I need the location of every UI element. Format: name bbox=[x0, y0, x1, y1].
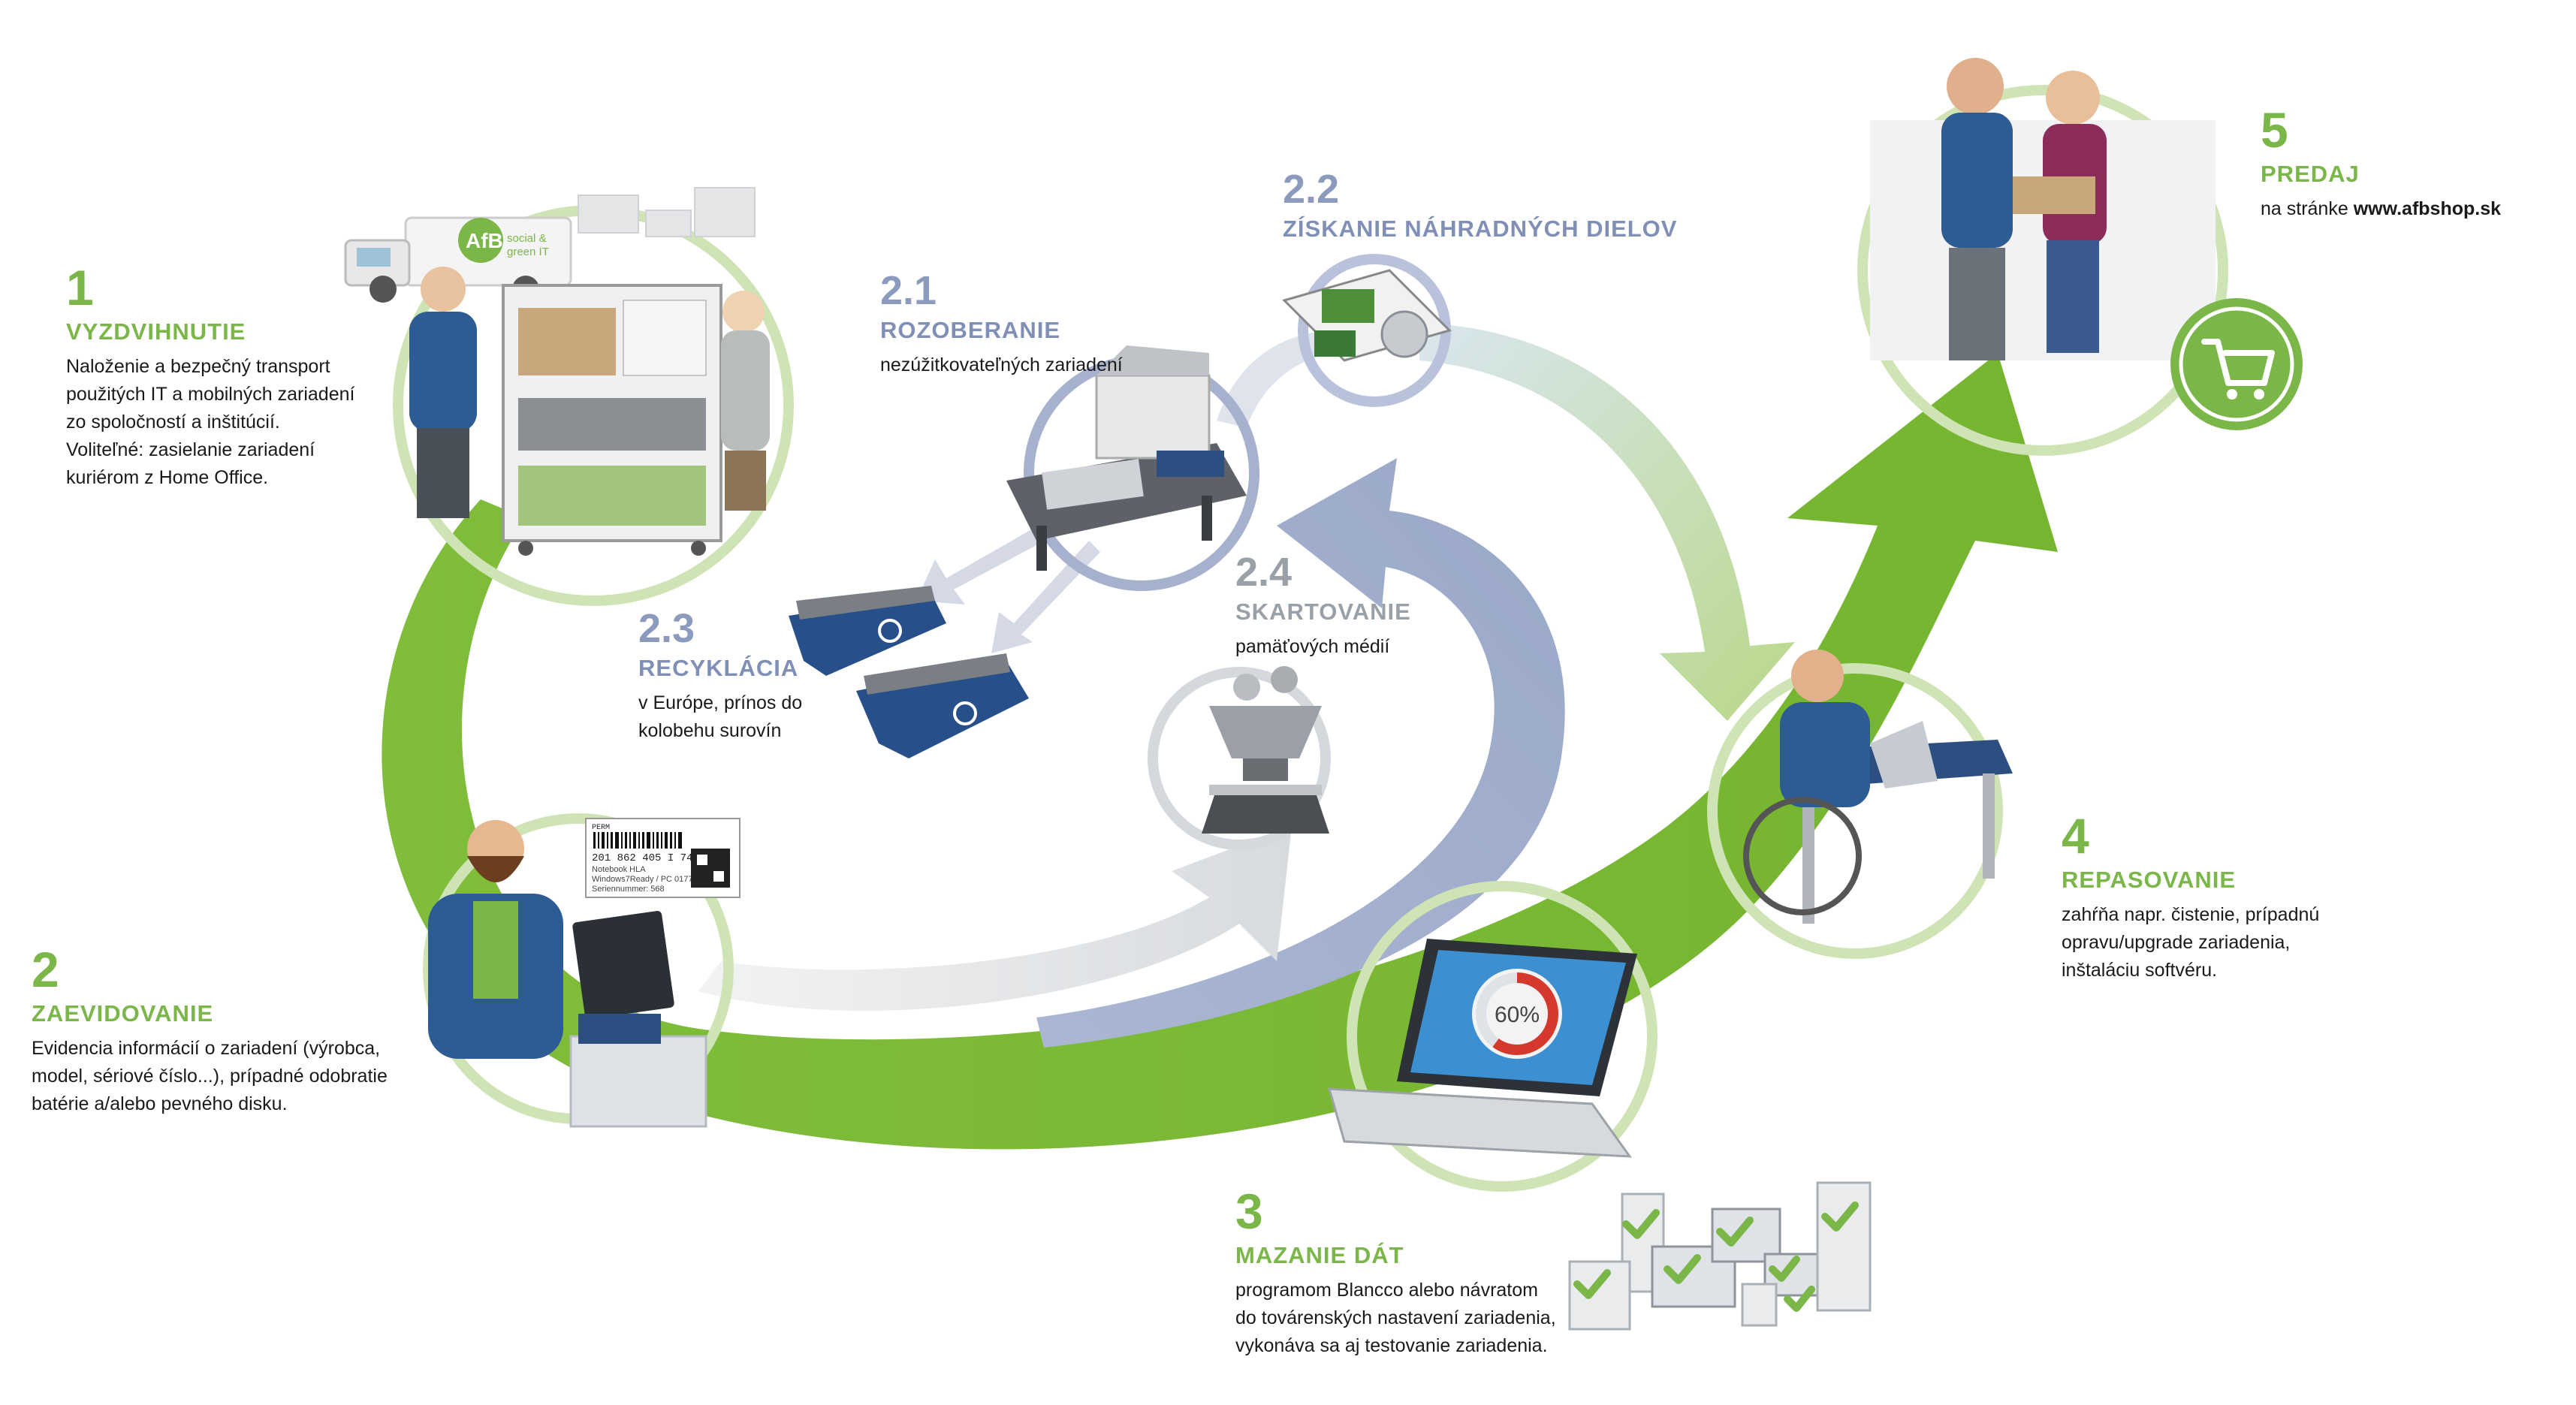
qr-code-icon bbox=[691, 849, 730, 888]
label-line-3: Seriennummer: 568 bbox=[592, 885, 665, 894]
shredding-circle bbox=[1148, 667, 1331, 850]
truck-tagline-2: green IT bbox=[507, 246, 549, 258]
recycling-bins bbox=[789, 586, 1029, 758]
refurbish-scene bbox=[1743, 650, 2013, 924]
step-5-prefix: na stránke bbox=[2261, 198, 2354, 219]
step-2-line-3: batérie a/alebo pevného disku. bbox=[32, 1093, 288, 1114]
cage-cart bbox=[502, 284, 722, 556]
step-2-title: ZAEVIDOVANIE bbox=[32, 1000, 214, 1027]
step-2-line-1: Evidencia informácií o zariadení (výrobc… bbox=[32, 1038, 381, 1059]
step-4-line-3: inštaláciu softvéru. bbox=[2062, 960, 2218, 981]
step-4-line-1: zahŕňa napr. čistenie, prípadnú bbox=[2062, 904, 2320, 925]
shop-link[interactable]: www.afbshop.sk bbox=[2353, 198, 2502, 219]
shredder bbox=[1202, 666, 1329, 834]
refurbish-circle bbox=[1707, 663, 2003, 959]
truck-tagline-1: social & bbox=[507, 232, 547, 245]
step-2-4-title: SKARTOVANIE bbox=[1235, 598, 1411, 625]
gray-loop-arrow bbox=[698, 826, 1292, 1011]
step-2-3-line-2: kolobehu surovín bbox=[638, 720, 782, 741]
tested-devices bbox=[1568, 1181, 1872, 1331]
step-1-pickup: 1 VYZDVIHNUTIE Naloženie a bezpečný tran… bbox=[66, 263, 354, 492]
step-2-3-title: RECYKLÁCIA bbox=[638, 655, 799, 681]
step-2-4-number: 2.4 bbox=[1235, 550, 1293, 595]
step-3-number: 3 bbox=[1235, 1183, 1263, 1239]
person-icon bbox=[409, 267, 770, 518]
step-2-3-recycling: 2.3 RECYKLÁCIA v Európe, prínos do kolob… bbox=[638, 608, 802, 745]
step-1-line-5: kuriérom z Home Office. bbox=[66, 467, 269, 488]
recycle-icon bbox=[878, 619, 902, 643]
registration-worker bbox=[428, 820, 707, 1128]
step-1-number: 1 bbox=[66, 260, 94, 315]
step-4-line-2: opravu/upgrade zariadenia, bbox=[2062, 932, 2291, 953]
erasure-circle bbox=[1347, 881, 1658, 1192]
label-line-2: Windows7Ready / PC 017733 bbox=[592, 875, 702, 884]
step-5-description: na stránke www.afbshop.sk bbox=[2261, 195, 2501, 223]
step-5-number: 5 bbox=[2261, 102, 2288, 158]
step-1-line-4: Voliteľné: zasielanie zariadení bbox=[66, 439, 315, 460]
step-4-refurbishing: 4 REPASOVANIE zahŕňa napr. čistenie, prí… bbox=[2062, 811, 2319, 984]
sale-circle bbox=[1857, 85, 2228, 456]
erasure-laptop: 60% bbox=[1327, 939, 1637, 1158]
step-2-1-line-1: nezúžitkovateľných zariadení bbox=[880, 354, 1123, 375]
spare-parts bbox=[1282, 269, 1452, 362]
step-1-line-2: použitých IT a mobilných zariadení bbox=[66, 384, 355, 405]
check-icon bbox=[1821, 1201, 1859, 1232]
recycle-icon bbox=[953, 701, 977, 725]
progress-label: 60% bbox=[1495, 1002, 1540, 1027]
check-icon bbox=[1769, 1256, 1800, 1282]
check-icon bbox=[1573, 1269, 1611, 1299]
step-2-4-shredding: 2.4 SKARTOVANIE pamäťových médií bbox=[1235, 552, 1411, 661]
step-2-registration: 2 ZAEVIDOVANIE Evidencia informácií o za… bbox=[32, 945, 388, 1118]
step-1-line-1: Naloženie a bezpečný transport bbox=[66, 356, 330, 377]
recycling-arrow-1 bbox=[916, 518, 1059, 605]
step-2-2-spare-parts: 2.2 ZÍSKANIE NÁHRADNÝCH DIELOV bbox=[1283, 169, 1677, 250]
spare-parts-arrow bbox=[1419, 323, 1795, 721]
buildings-decoration bbox=[578, 187, 756, 237]
step-2-line-2: model, sériové číslo...), prípadné odobr… bbox=[32, 1066, 388, 1087]
check-icon bbox=[1784, 1286, 1815, 1312]
step-3-data-erasure: 3 MAZANIE DÁT programom Blancco alebo ná… bbox=[1235, 1186, 1556, 1360]
progress-ring bbox=[1476, 972, 1558, 1055]
sale-scene bbox=[1870, 58, 2216, 360]
step-1-title: VYZDVIHNUTIE bbox=[66, 318, 246, 345]
label-code: 201 862 405 I 741787 bbox=[592, 852, 718, 864]
step-3-line-1: programom Blancco alebo návratom bbox=[1235, 1280, 1538, 1301]
main-flow-arrow bbox=[382, 353, 2059, 1150]
step-5-title: PREDAJ bbox=[2261, 161, 2360, 187]
step-2-2-number: 2.2 bbox=[1283, 167, 1340, 212]
step-2-1-number: 2.1 bbox=[880, 268, 937, 313]
barcode-label: PERM 201 862 405 I 741787 Notebook HLA W… bbox=[585, 818, 741, 898]
label-header: PERM bbox=[592, 824, 610, 832]
disassembly-table bbox=[1006, 345, 1247, 571]
step-2-4-line-1: pamäťových médií bbox=[1235, 636, 1390, 657]
step-2-2-title: ZÍSKANIE NÁHRADNÝCH DIELOV bbox=[1283, 216, 1678, 242]
step-3-line-2: do továrenských nastavení zariadenia, bbox=[1235, 1307, 1556, 1328]
check-icon bbox=[1664, 1254, 1701, 1284]
step-4-number: 4 bbox=[2062, 808, 2089, 864]
step-3-line-3: vykonáva sa aj testovanie zariadenia. bbox=[1235, 1335, 1548, 1356]
step-2-1-disassembly: 2.1 ROZOBERANIE nezúžitkovateľných zaria… bbox=[880, 270, 1123, 379]
step-3-title: MAZANIE DÁT bbox=[1235, 1242, 1404, 1268]
step-4-title: REPASOVANIE bbox=[2062, 867, 2237, 893]
cart-icon bbox=[2170, 298, 2303, 430]
check-icon bbox=[1716, 1217, 1754, 1247]
step-2-3-number: 2.3 bbox=[638, 606, 695, 651]
label-line-1: Notebook HLA bbox=[592, 865, 646, 874]
step-5-sale: 5 PREDAJ na stránke www.afbshop.sk bbox=[2261, 105, 2501, 223]
step-1-line-3: zo spoločností a inštitúcií. bbox=[66, 412, 280, 433]
step-2-3-line-1: v Európe, prínos do bbox=[638, 692, 803, 713]
check-icon bbox=[1622, 1209, 1660, 1239]
step-2-1-title: ROZOBERANIE bbox=[880, 317, 1061, 343]
step-2-number: 2 bbox=[32, 942, 59, 997]
truck-logo: AfB bbox=[466, 229, 503, 252]
